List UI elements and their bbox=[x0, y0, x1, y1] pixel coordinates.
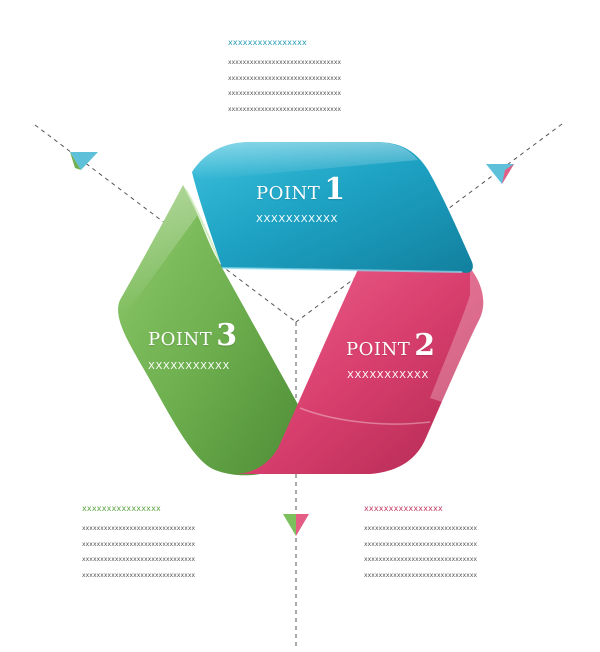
text-block-right-line: xxxxxxxxxxxxxxxxxxxxxxxxxxxxxxx bbox=[364, 571, 478, 579]
triangle-marker-left bbox=[70, 152, 98, 170]
point-2-subtitle: XXXXXXXXXXX bbox=[347, 370, 429, 381]
text-block-right-line: xxxxxxxxxxxxxxxxxxxxxxxxxxxxxxx bbox=[364, 556, 478, 563]
text-block-top-line: xxxxxxxxxxxxxxxxxxxxxxxxxxxxxxx bbox=[228, 59, 342, 66]
text-block-top-line: xxxxxxxxxxxxxxxxxxxxxxxxxxxxxxx bbox=[228, 90, 342, 97]
point-1-subtitle: XXXXXXXXXXX bbox=[256, 214, 338, 225]
text-block-right-title: xxxxxxxxxxxxxxxx bbox=[364, 504, 443, 513]
text-block-right-line: xxxxxxxxxxxxxxxxxxxxxxxxxxxxxxx bbox=[364, 525, 478, 532]
text-block-left-line: xxxxxxxxxxxxxxxxxxxxxxxxxxxxxxx bbox=[82, 571, 196, 579]
text-block-left-line: xxxxxxxxxxxxxxxxxxxxxxxxxxxxxxx bbox=[82, 525, 196, 532]
text-block-top-line: xxxxxxxxxxxxxxxxxxxxxxxxxxxxxxx bbox=[228, 74, 342, 82]
ribbon-point-3 bbox=[118, 185, 300, 476]
text-block-top-title: xxxxxxxxxxxxxxxx bbox=[228, 38, 307, 47]
text-block-left-title: xxxxxxxxxxxxxxxx bbox=[82, 504, 161, 513]
ribbon-point-2 bbox=[236, 265, 484, 474]
ribbon-point-1 bbox=[192, 142, 473, 273]
text-block-top-line: xxxxxxxxxxxxxxxxxxxxxxxxxxxxxxx bbox=[228, 105, 342, 113]
triangle-marker-bottom bbox=[283, 514, 309, 536]
point-3-label: POINT bbox=[148, 329, 213, 350]
point-2-number: 2 bbox=[414, 328, 436, 363]
point-3-subtitle: XXXXXXXXXXX bbox=[148, 361, 230, 372]
text-block-left-line: xxxxxxxxxxxxxxxxxxxxxxxxxxxxxxx bbox=[82, 556, 196, 563]
point-2-label: POINT bbox=[346, 339, 411, 360]
point-1-number: 1 bbox=[324, 172, 346, 207]
triangle-marker-right bbox=[486, 164, 514, 184]
point-1-label: POINT bbox=[256, 183, 321, 204]
text-block-left: xxxxxxxxxxxxxxxx xxxxxxxxxxxxxxxxxxxxxxx… bbox=[82, 504, 195, 583]
text-block-right-line: xxxxxxxxxxxxxxxxxxxxxxxxxxxxxxx bbox=[364, 540, 478, 548]
text-block-right: xxxxxxxxxxxxxxxx xxxxxxxxxxxxxxxxxxxxxxx… bbox=[364, 504, 477, 583]
text-block-top: xxxxxxxxxxxxxxxx xxxxxxxxxxxxxxxxxxxxxxx… bbox=[228, 38, 341, 117]
point-3-number: 3 bbox=[216, 318, 238, 353]
text-block-left-line: xxxxxxxxxxxxxxxxxxxxxxxxxxxxxxx bbox=[82, 540, 196, 548]
